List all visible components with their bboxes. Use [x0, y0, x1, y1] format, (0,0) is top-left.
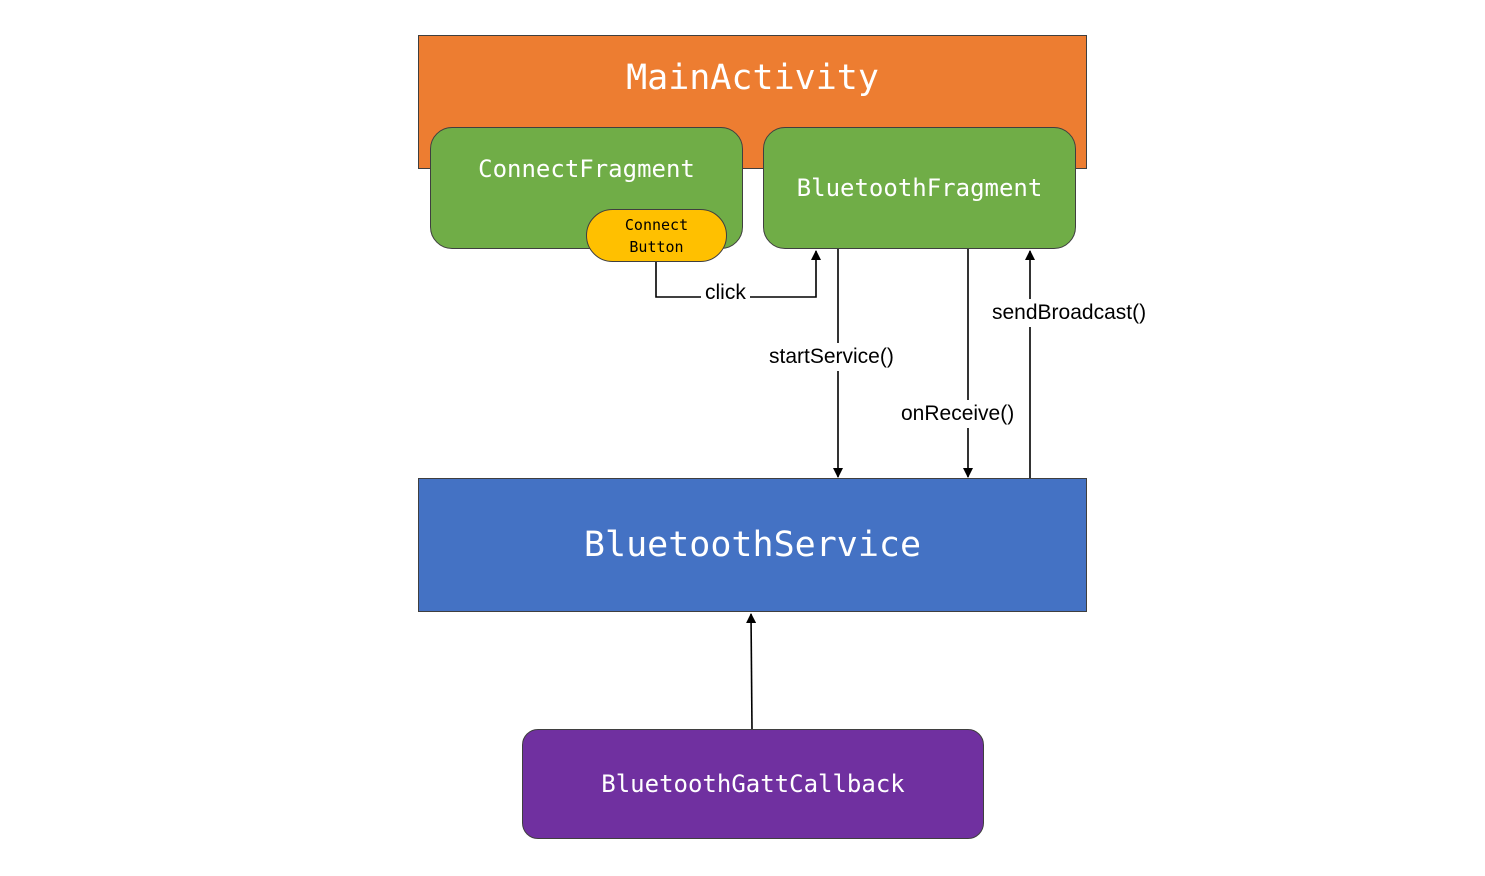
connect-button-label-line1: Connect — [624, 215, 689, 234]
main-activity-label: MainActivity — [626, 58, 879, 98]
connect-fragment-label: ConnectFragment — [478, 155, 695, 183]
bluetooth-service-label: BluetoothService — [583, 525, 922, 565]
gatt-callback-box: BluetoothGattCallback — [522, 729, 984, 839]
bluetooth-fragment-box: BluetoothFragment — [763, 127, 1076, 249]
callback-arrow — [746, 613, 757, 730]
start-service-label: startService() — [765, 343, 898, 371]
on-receive-label: onReceive() — [897, 400, 1019, 428]
click-label: click — [701, 279, 750, 307]
connect-button[interactable]: Connect Button — [586, 209, 727, 262]
send-broadcast-label: sendBroadcast() — [988, 299, 1151, 327]
gatt-callback-label: BluetoothGattCallback — [601, 770, 905, 798]
bluetooth-fragment-label: BluetoothFragment — [796, 174, 1043, 202]
connect-button-label-line2: Button — [629, 237, 684, 256]
bluetooth-service-box: BluetoothService — [418, 478, 1087, 612]
